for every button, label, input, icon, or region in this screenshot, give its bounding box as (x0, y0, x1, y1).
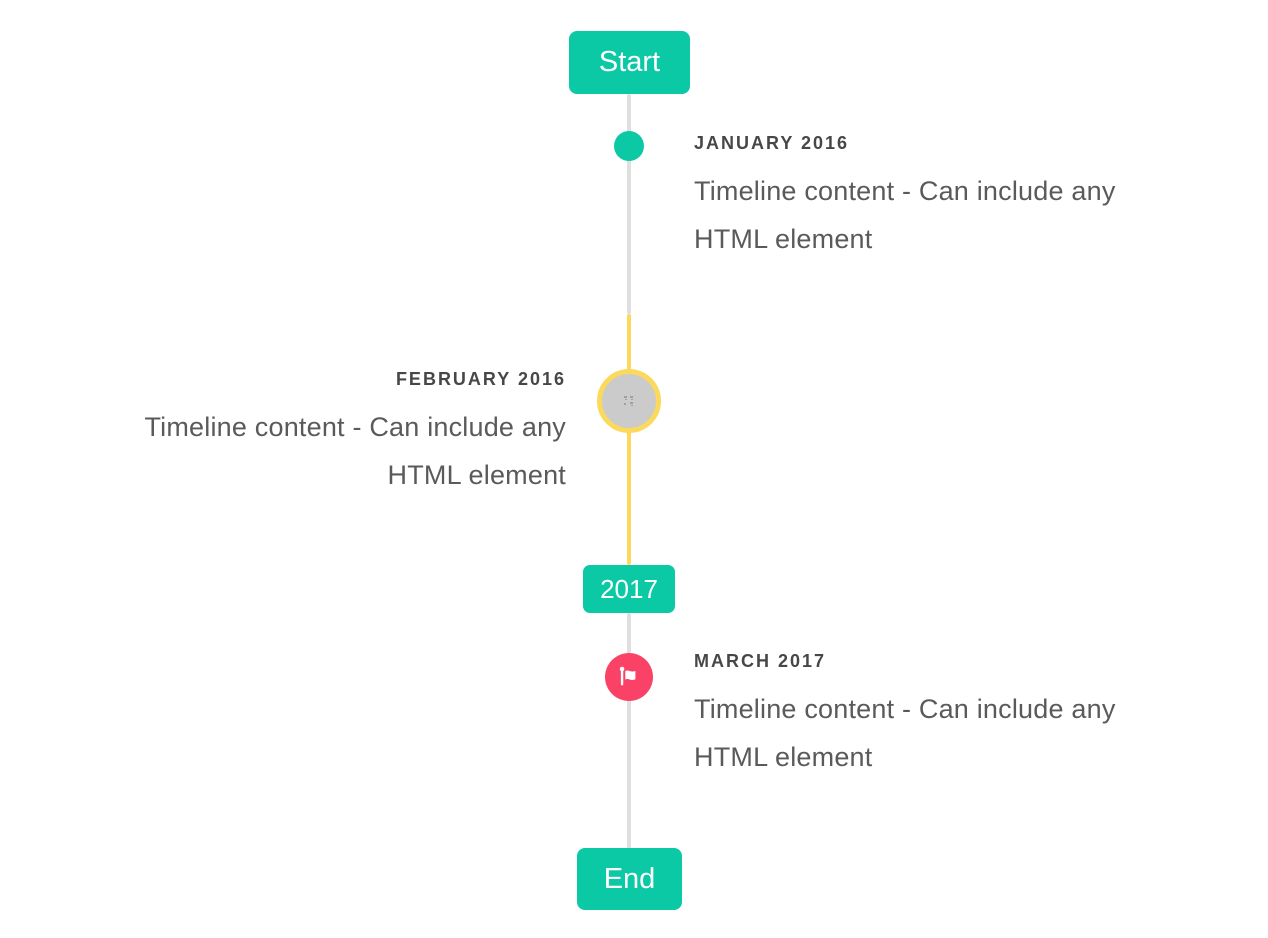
timeline-line-segment-top (627, 94, 631, 314)
timeline-item-february: FEBRUARY 2016 Timeline content - Can inc… (1, 368, 566, 499)
end-button[interactable]: End (577, 848, 682, 910)
january-marker-dot (614, 131, 644, 161)
timeline-item-march: MARCH 2017 Timeline content - Can includ… (694, 650, 1259, 781)
item-content-line: Timeline content - Can include any (694, 176, 1116, 206)
item-content: Timeline content - Can include any HTML … (694, 167, 1259, 263)
item-content-line: HTML element (694, 224, 873, 254)
year-badge: 2017 (583, 565, 675, 613)
march-marker-flag (605, 653, 653, 701)
item-content: Timeline content - Can include any HTML … (694, 685, 1259, 781)
item-content-line: HTML element (694, 742, 873, 772)
february-marker-avatar (597, 369, 661, 433)
item-content-line: Timeline content - Can include any (694, 694, 1116, 724)
timeline-line-segment-bottom (627, 613, 631, 849)
timeline-item-january: JANUARY 2016 Timeline content - Can incl… (694, 132, 1259, 263)
broken-image-icon (621, 394, 637, 408)
item-title: MARCH 2017 (694, 651, 827, 671)
start-button[interactable]: Start (569, 31, 690, 94)
flag-icon (616, 664, 642, 690)
item-title: JANUARY 2016 (694, 133, 850, 153)
item-content-line: Timeline content - Can include any (144, 412, 566, 442)
timeline-line-segment-highlighted (627, 314, 631, 565)
item-title: FEBRUARY 2016 (395, 369, 566, 389)
item-content: Timeline content - Can include any HTML … (1, 403, 566, 499)
item-content-line: HTML element (387, 460, 566, 490)
